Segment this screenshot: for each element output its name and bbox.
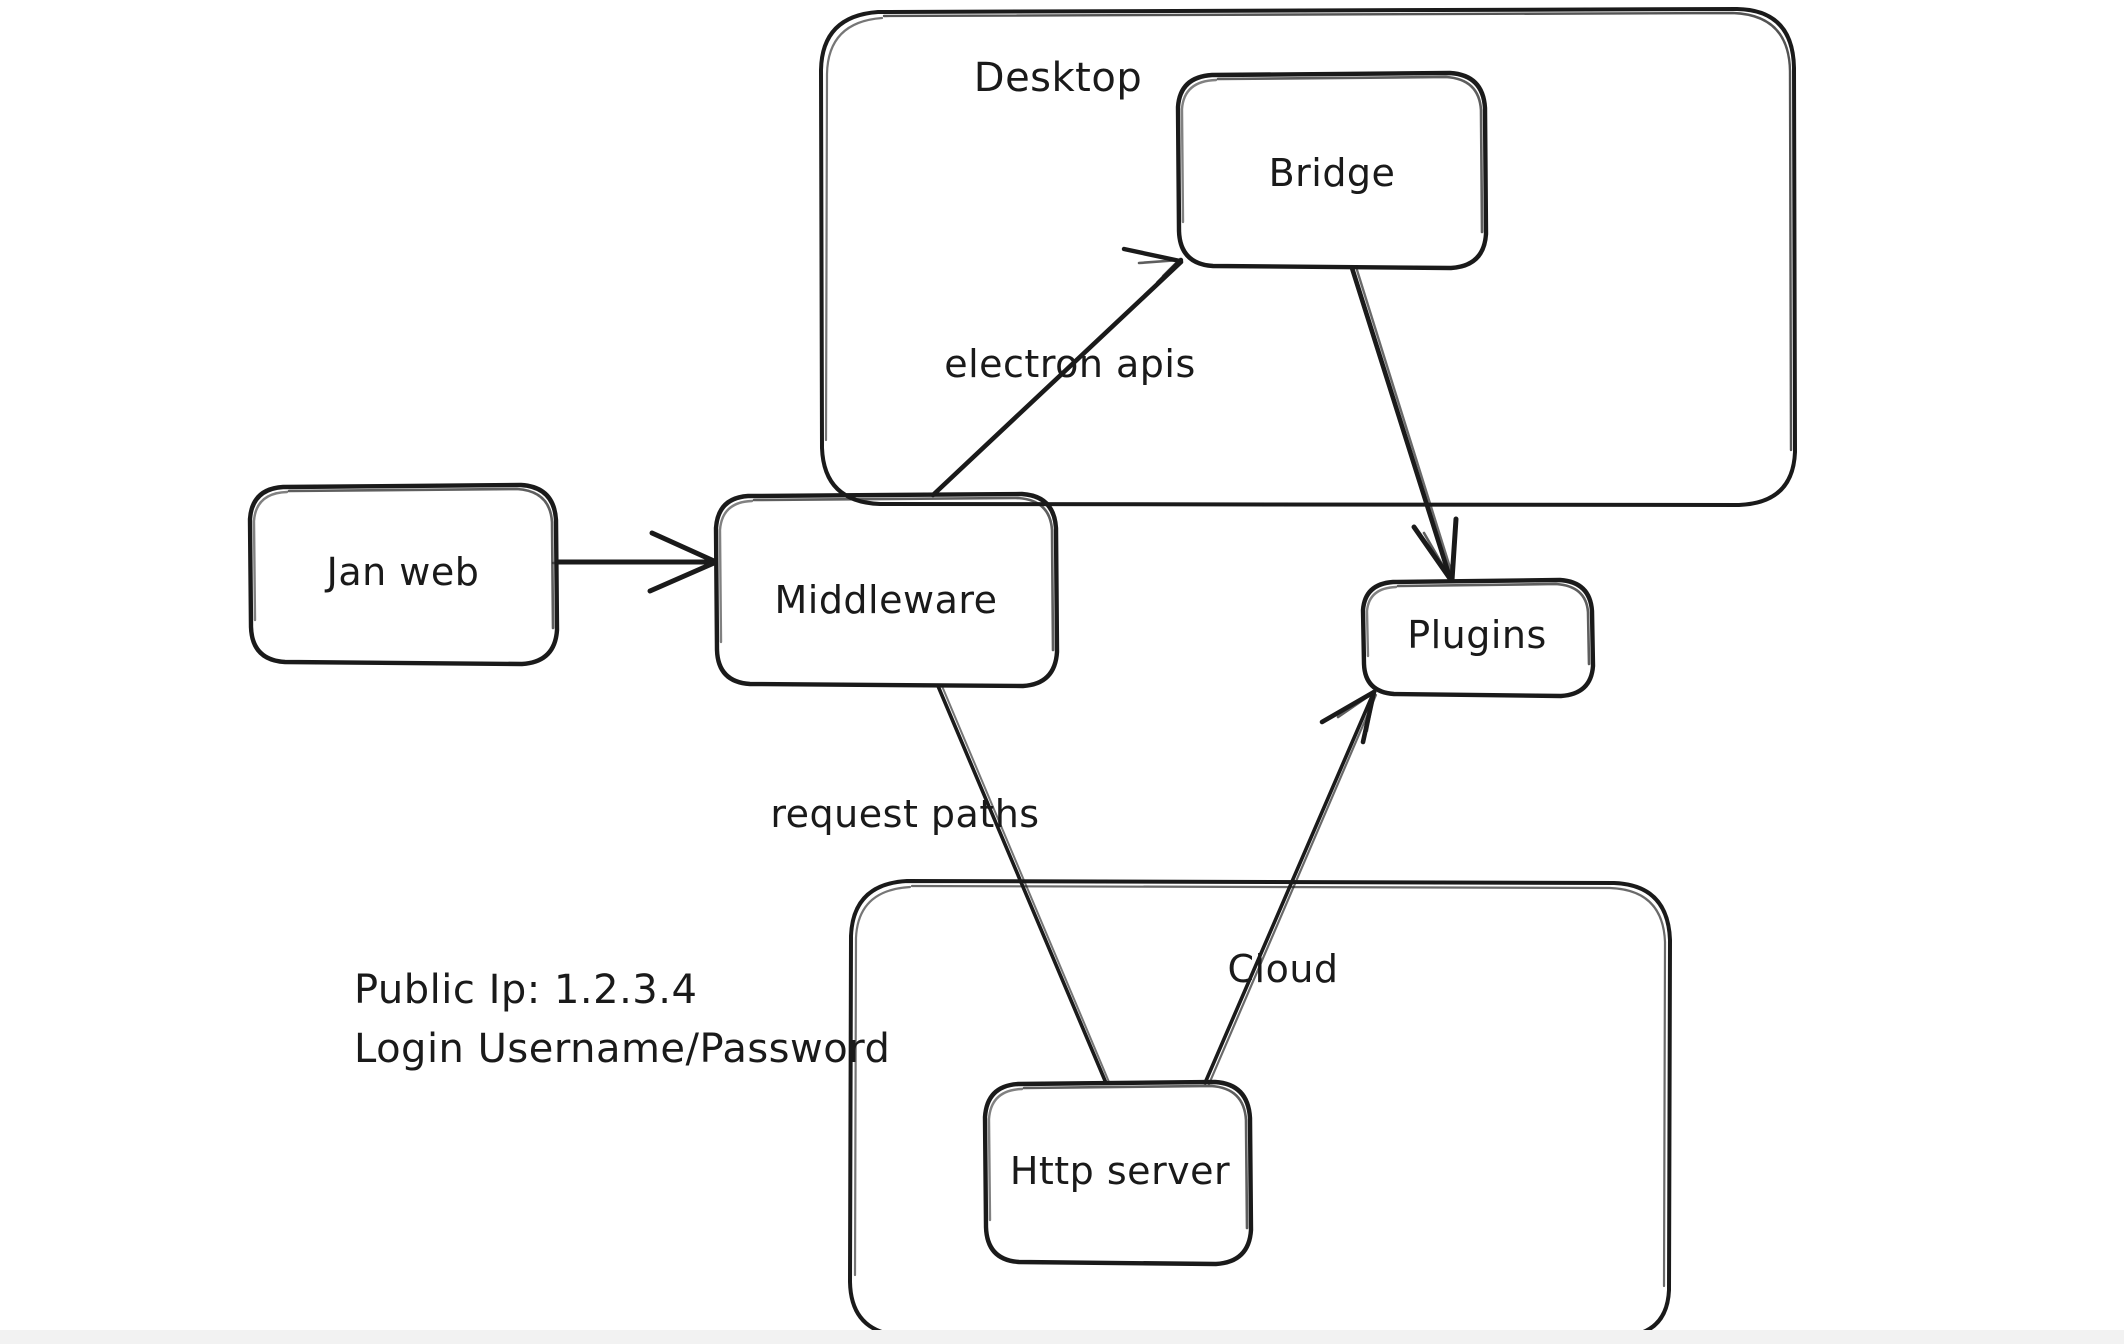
node-label-http-server[interactable]: Http server xyxy=(1009,1149,1231,1193)
node-bridge-outline xyxy=(1175,70,1489,271)
node-http-server-outline xyxy=(982,1079,1254,1267)
node-label-middleware[interactable]: Middleware xyxy=(774,578,998,622)
edge-label-cloud: Cloud xyxy=(1227,947,1339,991)
edge-middleware-to-bridge xyxy=(930,246,1184,498)
node-label-bridge[interactable]: Bridge xyxy=(1268,151,1396,195)
note-public-ip: Public Ip: 1.2.3.4 xyxy=(354,967,698,1013)
node-label-plugins[interactable]: Plugins xyxy=(1407,613,1547,657)
note-login-credentials: Login Username/Password xyxy=(354,1026,891,1072)
node-jan-web-outline xyxy=(247,482,560,667)
group-desktop-outline xyxy=(819,7,1797,507)
bottom-edge-strip xyxy=(0,1330,2124,1344)
edge-label-request-paths: request paths xyxy=(770,792,1040,836)
node-middleware-outline xyxy=(713,491,1060,689)
group-label-desktop: Desktop xyxy=(973,55,1143,101)
node-label-jan-web[interactable]: Jan web xyxy=(326,550,480,594)
edge-middleware-to-http-server xyxy=(936,684,1110,1085)
node-plugins-outline xyxy=(1360,577,1596,699)
edge-http-server-to-plugins xyxy=(1203,689,1378,1086)
edge-label-electron-apis: electron apis xyxy=(944,342,1196,386)
edge-bridge-to-plugins xyxy=(1349,265,1459,583)
edge-jan-web-to-middleware xyxy=(551,530,717,594)
